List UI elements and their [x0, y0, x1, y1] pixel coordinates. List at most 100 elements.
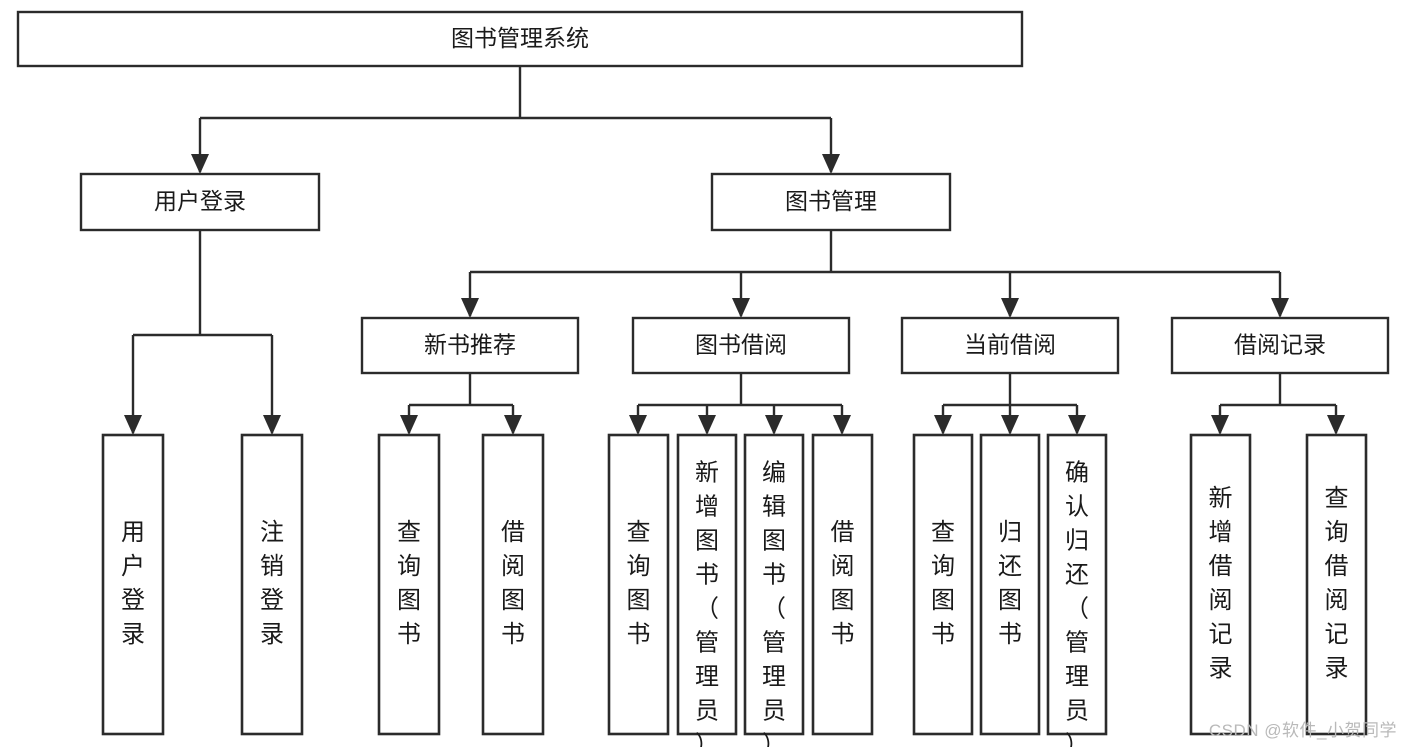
node-user-login[interactable]: 用户登录 [79, 172, 321, 232]
node-label-leaf-add-book-admin-char-2: 图 [695, 527, 719, 554]
node-label-leaf-borrow-book-2-char-0: 借 [831, 519, 855, 546]
node-label-leaf-edit-book-admin-char-2: 图 [762, 527, 786, 554]
node-box-current-borrow[interactable] [900, 316, 1120, 375]
node-label-leaf-add-book-admin-char-5: 管 [695, 629, 719, 656]
node-label-leaf-query-borrow-record-char-2: 借 [1325, 553, 1349, 580]
node-label-leaf-query-book-2-char-1: 询 [627, 553, 651, 580]
node-box-leaf-query-book-2[interactable] [607, 433, 670, 736]
node-label-leaf-query-borrow-record-char-4: 记 [1325, 621, 1349, 648]
node-box-leaf-query-borrow-record[interactable] [1305, 433, 1368, 736]
node-label-user-login: 用户登录 [154, 188, 246, 214]
connector-layer [124, 66, 1345, 435]
node-box-leaf-add-borrow-record[interactable] [1189, 433, 1252, 736]
node-label-leaf-return-book-char-0: 归 [998, 519, 1022, 546]
connector-group-book-borrow-drop-3-arrowhead [833, 415, 851, 435]
node-label-leaf-logout-login-char-3: 录 [260, 621, 284, 648]
node-label-leaf-confirm-return-admin-char-4: （ [1065, 595, 1089, 622]
connector-group-current-borrow-drop-2-arrowhead [1068, 415, 1086, 435]
node-label-leaf-borrow-book-1-char-1: 阅 [501, 553, 525, 580]
node-label-leaf-query-book-2-char-0: 查 [627, 519, 651, 546]
node-label-leaf-user-login-char-2: 登 [121, 587, 145, 614]
node-label-leaf-borrow-book-2-char-1: 阅 [831, 553, 855, 580]
node-label-leaf-borrow-book-1-char-3: 书 [501, 621, 525, 648]
node-label-leaf-query-book-2-char-2: 图 [627, 587, 651, 614]
node-label-leaf-add-book-admin-char-4: （ [695, 595, 719, 622]
node-box-leaf-edit-book-admin[interactable] [743, 433, 805, 736]
node-label-leaf-add-borrow-record-char-0: 新 [1209, 485, 1233, 512]
node-label-leaf-confirm-return-admin-char-0: 确 [1065, 459, 1089, 486]
node-label-leaf-add-borrow-record-char-3: 阅 [1209, 587, 1233, 614]
connector-user-login-drop-0-arrowhead [124, 415, 142, 435]
node-label-leaf-logout-login-char-1: 销 [260, 553, 284, 580]
node-label-leaf-add-book-admin-char-7: 员 [695, 697, 719, 724]
node-box-new-book-recommend[interactable] [360, 316, 580, 375]
node-borrow-record[interactable]: 借阅记录 [1170, 316, 1390, 375]
connector-group-book-borrow-drop-2-arrowhead [765, 415, 783, 435]
node-label-leaf-confirm-return-admin-char-3: 还 [1065, 561, 1089, 588]
node-label-leaf-add-book-admin-char-8: ） [695, 731, 719, 747]
node-box-leaf-borrow-book-1[interactable] [481, 433, 545, 736]
node-box-leaf-user-login[interactable] [101, 433, 165, 736]
node-leaf-user-login[interactable]: 用户登录 [101, 433, 165, 736]
connector-group-new-book-recommend-drop-0-arrowhead [400, 415, 418, 435]
node-box-leaf-query-book-1[interactable] [377, 433, 441, 736]
node-label-leaf-return-book-char-1: 还 [998, 553, 1022, 580]
node-label-leaf-query-book-1-char-2: 图 [397, 587, 421, 614]
node-box-root[interactable] [16, 10, 1024, 68]
node-book-borrow[interactable]: 图书借阅 [631, 316, 851, 375]
node-box-user-login[interactable] [79, 172, 321, 232]
node-label-leaf-add-book-admin-char-0: 新 [695, 459, 719, 486]
node-box-leaf-logout-login[interactable] [240, 433, 304, 736]
node-label-leaf-confirm-return-admin-char-1: 认 [1065, 493, 1089, 520]
node-box-leaf-confirm-return-admin[interactable] [1046, 433, 1108, 736]
node-box-leaf-query-book-3[interactable] [912, 433, 974, 736]
connector-book-manage-drop-3-arrowhead [1271, 298, 1289, 318]
node-new-book-recommend[interactable]: 新书推荐 [360, 316, 580, 375]
node-label-leaf-confirm-return-admin-char-2: 归 [1065, 527, 1089, 554]
node-label-leaf-edit-book-admin-char-8: ） [762, 731, 786, 747]
node-label-leaf-logout-login-char-0: 注 [260, 519, 284, 546]
node-box-book-manage[interactable] [710, 172, 952, 232]
node-box-leaf-add-book-admin[interactable] [676, 433, 738, 736]
node-current-borrow[interactable]: 当前借阅 [900, 316, 1120, 375]
node-label-leaf-add-book-admin-char-3: 书 [695, 561, 719, 588]
node-label-leaf-confirm-return-admin-char-8: ） [1065, 731, 1089, 747]
node-box-borrow-record[interactable] [1170, 316, 1390, 375]
node-box-leaf-return-book[interactable] [979, 433, 1041, 736]
connector-group-new-book-recommend-drop-1-arrowhead [504, 415, 522, 435]
node-label-leaf-logout-login-char-2: 登 [260, 587, 284, 614]
node-label-leaf-add-borrow-record-char-1: 增 [1209, 519, 1233, 546]
node-label-leaf-borrow-book-1-char-0: 借 [501, 519, 525, 546]
node-label-leaf-confirm-return-admin-char-5: 管 [1065, 629, 1089, 656]
node-label-leaf-add-borrow-record-char-5: 录 [1209, 655, 1233, 682]
node-label-leaf-return-book-char-3: 书 [998, 621, 1022, 648]
connector-group-book-borrow-drop-0-arrowhead [629, 415, 647, 435]
node-box-book-borrow[interactable] [631, 316, 851, 375]
node-root[interactable]: 图书管理系统 [16, 10, 1024, 68]
node-label-leaf-query-book-3-char-3: 书 [931, 621, 955, 648]
node-label-leaf-query-book-1-char-1: 询 [397, 553, 421, 580]
node-label-leaf-user-login-char-0: 用 [121, 519, 145, 546]
node-book-manage[interactable]: 图书管理 [710, 172, 952, 232]
node-label-current-borrow: 当前借阅 [964, 332, 1056, 358]
node-label-leaf-query-borrow-record-char-0: 查 [1325, 485, 1349, 512]
node-label-leaf-query-book-3-char-0: 查 [931, 519, 955, 546]
node-label-leaf-edit-book-admin-char-4: （ [762, 595, 786, 622]
node-label-leaf-add-borrow-record-char-4: 记 [1209, 621, 1233, 648]
node-box-leaf-borrow-book-2[interactable] [811, 433, 874, 736]
connector-root-drop-0-arrowhead [191, 154, 209, 174]
node-label-leaf-edit-book-admin-char-7: 员 [762, 697, 786, 724]
